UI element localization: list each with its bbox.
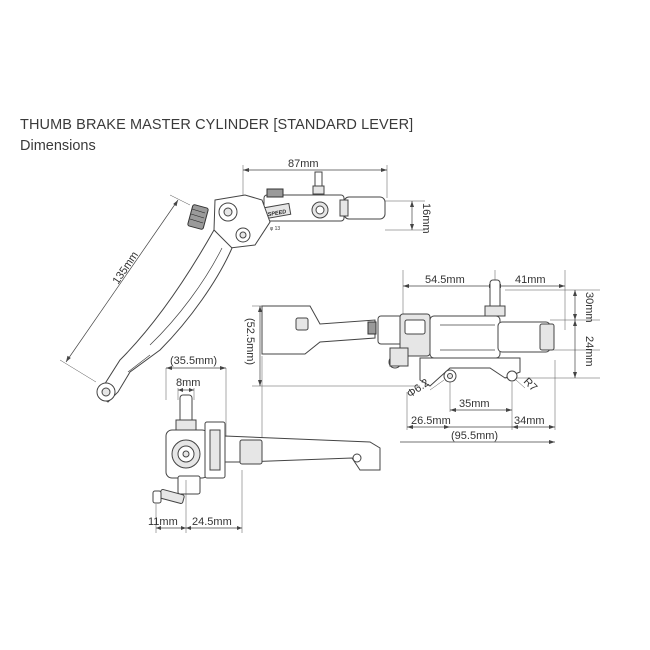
dim-24: 24mm [583, 336, 595, 367]
dim-8: 8mm [176, 377, 200, 389]
front-view-drawing: (35.5mm) 8mm 11mm 24.5mm [148, 355, 381, 533]
dim-54-5: 54.5mm [425, 274, 465, 286]
dim-52-5: (52.5mm) [244, 318, 256, 365]
dim-95-5: (95.5mm) [451, 430, 498, 442]
dim-26-5: 26.5mm [411, 415, 451, 427]
dim-35-5: (35.5mm) [170, 355, 217, 367]
brand-logo-text: GALESPEED [252, 209, 286, 221]
side-view-drawing: 54.5mm 41mm 30mm 24mm (52.5mm) [244, 270, 600, 444]
diagram-subtitle: Dimensions [20, 138, 96, 154]
dim-41: 41mm [515, 274, 546, 286]
dim-87: 87mm [288, 158, 319, 170]
dim-16: 16mm [420, 203, 432, 234]
dim-30: 30mm [583, 292, 595, 323]
top-view-drawing: 87mm 16mm GALESPEED φ 13 [59, 158, 432, 403]
diagram-title: THUMB BRAKE MASTER CYLINDER [STANDARD LE… [20, 117, 414, 133]
dim-radius: R7 [521, 376, 539, 394]
dim-135: 135mm [111, 250, 141, 287]
dim-11: 11mm [148, 516, 178, 528]
dim-24-5: 24.5mm [192, 516, 232, 528]
bore-label: φ 13 [270, 226, 280, 232]
dim-35: 35mm [459, 398, 490, 410]
dim-34: 34mm [514, 415, 545, 427]
